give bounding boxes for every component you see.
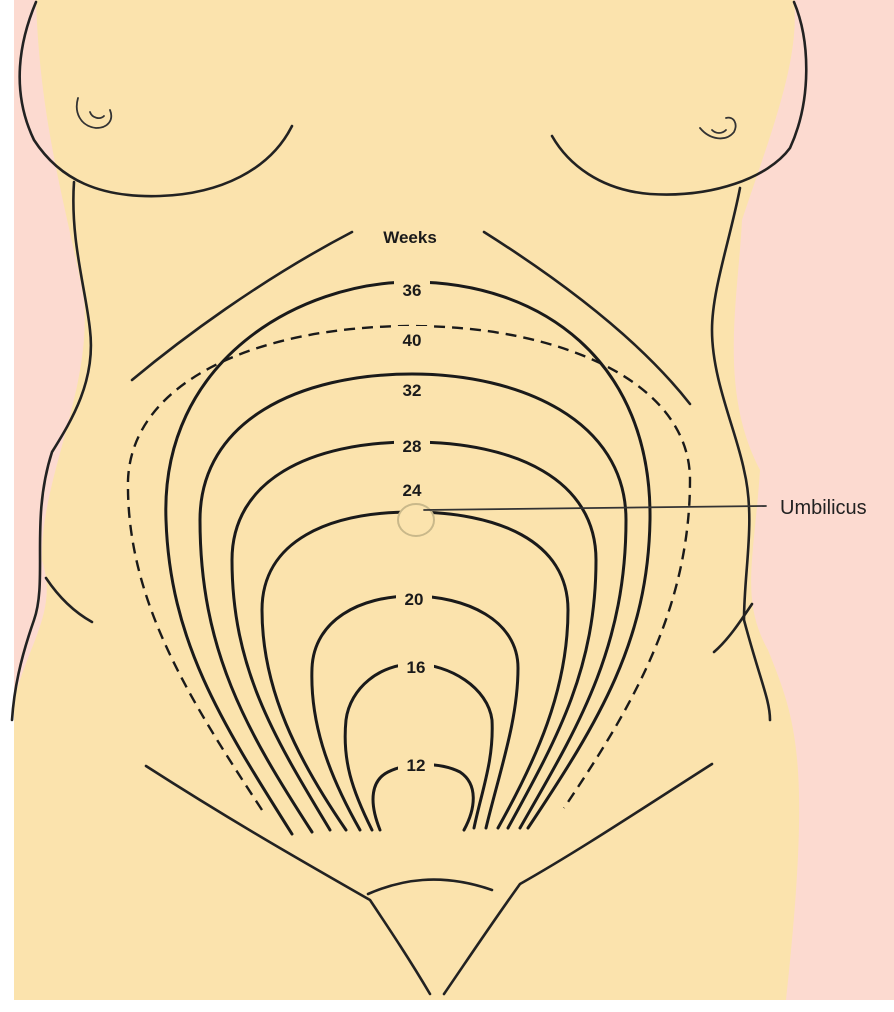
label-40: 40: [403, 331, 422, 350]
label-12: 12: [407, 756, 426, 775]
umbilicus-marker: [398, 504, 434, 536]
label-28: 28: [403, 437, 422, 456]
label-36: 36: [403, 281, 422, 300]
label-16: 16: [407, 658, 426, 677]
label-24: 24: [403, 481, 422, 500]
label-32: 32: [403, 381, 422, 400]
weeks-heading: Weeks: [383, 228, 437, 247]
label-20: 20: [405, 590, 424, 609]
umbilicus-label: Umbilicus: [780, 497, 867, 519]
